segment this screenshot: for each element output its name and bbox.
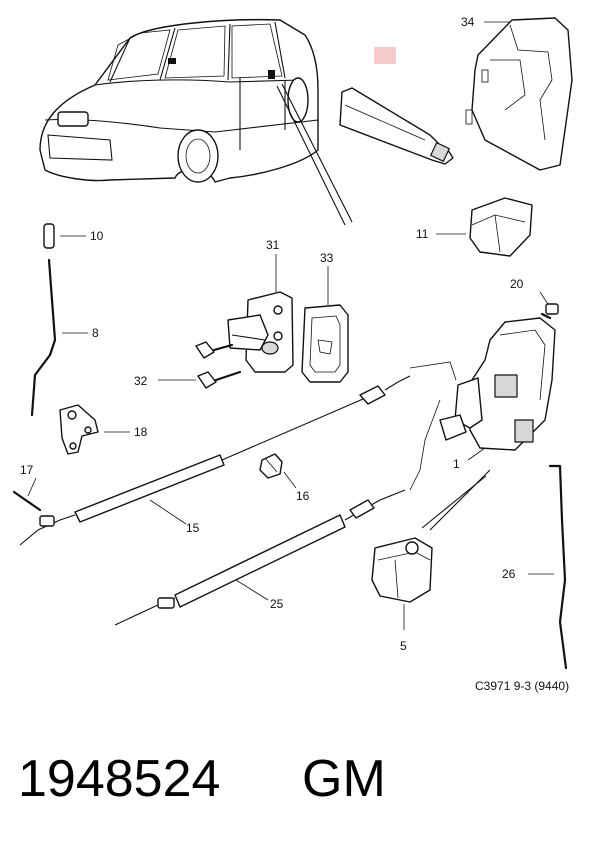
callout-1[interactable]: 1 — [453, 457, 460, 471]
long-rod-26[interactable] — [548, 464, 568, 670]
clip-16[interactable] — [259, 453, 283, 479]
reference-code: C3971 9-3 (9440) — [475, 679, 569, 693]
car-illustration — [39, 18, 353, 226]
callout-16[interactable]: 16 — [296, 489, 310, 503]
grease-tube-34[interactable] — [339, 87, 454, 165]
bolts-31[interactable] — [195, 341, 242, 389]
callout-15[interactable]: 15 — [186, 521, 200, 535]
callout-8[interactable]: 8 — [92, 326, 99, 340]
part-number: 1948524 — [18, 750, 220, 808]
callout-20[interactable]: 20 — [510, 277, 524, 291]
callout-18[interactable]: 18 — [134, 425, 148, 439]
callout-32[interactable]: 33 — [320, 251, 334, 265]
door-lock-1[interactable] — [409, 317, 556, 491]
callout-26[interactable]: 26 — [502, 567, 516, 581]
cable-15[interactable] — [12, 375, 411, 546]
lock-unit-5[interactable] — [371, 469, 491, 603]
leader-lines — [27, 21, 554, 630]
cable-25[interactable] — [114, 489, 406, 626]
lock-rod-8[interactable] — [30, 223, 57, 417]
striker-plate-30[interactable] — [227, 291, 294, 373]
callout-17[interactable]: 17 — [20, 463, 34, 477]
brand-name: GM — [302, 750, 386, 808]
callout-25[interactable]: 25 — [270, 597, 284, 611]
callout-5[interactable]: 5 — [400, 639, 407, 653]
door-shield-33[interactable] — [465, 17, 573, 171]
cover-cap-11[interactable] — [469, 197, 533, 257]
callout-34-highlight — [374, 47, 396, 64]
callout-31[interactable]: 32 — [134, 374, 148, 388]
screw-20[interactable] — [540, 303, 559, 320]
callout-10[interactable]: 10 — [90, 229, 104, 243]
callout-labels: 34 10 11 31 33 20 8 32 18 1 17 16 15 26 … — [20, 15, 524, 653]
gasket-32[interactable] — [301, 304, 349, 383]
callout-11[interactable]: 11 — [416, 227, 429, 241]
callout-30[interactable]: 31 — [266, 238, 280, 252]
callout-33[interactable]: 34 — [461, 15, 475, 29]
bracket-18[interactable] — [59, 404, 99, 455]
